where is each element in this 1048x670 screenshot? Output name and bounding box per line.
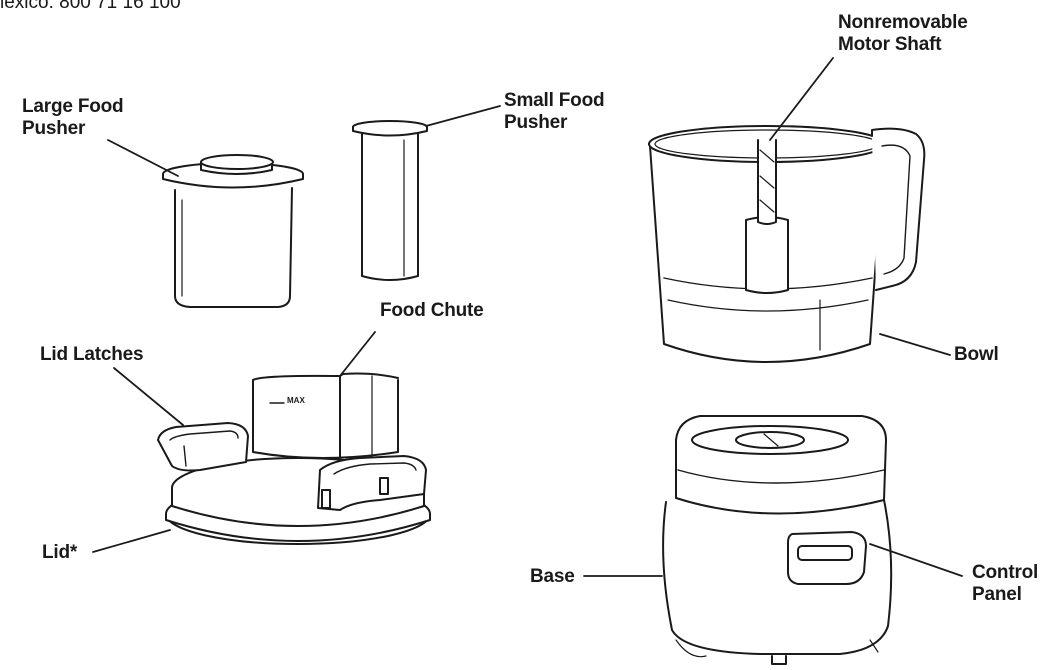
max-fill-mark: MAX bbox=[287, 396, 305, 405]
leader-small-food-pusher bbox=[425, 105, 501, 127]
leader-motor-shaft bbox=[769, 57, 834, 141]
label-nonremovable-motor-shaft: Nonremovable Motor Shaft bbox=[838, 12, 968, 55]
base-illustration bbox=[662, 415, 893, 665]
bowl-illustration bbox=[648, 125, 926, 363]
label-bowl: Bowl bbox=[954, 344, 999, 365]
leader-control-panel bbox=[869, 543, 963, 577]
leader-lines bbox=[92, 57, 963, 577]
lid-illustration bbox=[157, 372, 431, 545]
leader-bowl bbox=[879, 333, 951, 356]
label-large-food-pusher: Large Food Pusher bbox=[22, 96, 124, 139]
label-lid: Lid* bbox=[42, 542, 78, 563]
phone-number-text: lexico: 800 71 16 100 bbox=[0, 0, 181, 13]
leader-large-food-pusher bbox=[107, 139, 179, 177]
label-food-chute: Food Chute bbox=[380, 300, 484, 321]
label-lid-latches: Lid Latches bbox=[40, 344, 144, 365]
small-food-pusher-illustration bbox=[352, 120, 428, 281]
leader-lid-latches bbox=[113, 367, 184, 426]
leader-lid bbox=[92, 529, 171, 553]
leader-food-chute bbox=[339, 331, 376, 377]
label-base: Base bbox=[530, 566, 575, 587]
label-control-panel: Control Panel bbox=[972, 562, 1039, 605]
label-small-food-pusher: Small Food Pusher bbox=[504, 90, 605, 133]
large-food-pusher-illustration bbox=[162, 154, 304, 308]
